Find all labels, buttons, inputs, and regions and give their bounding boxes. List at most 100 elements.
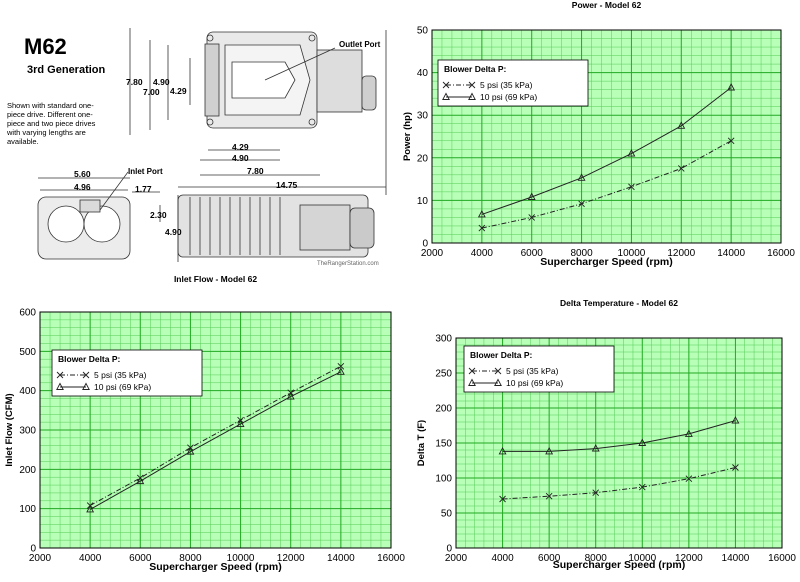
dim-7-80-horizontal: 7.80 xyxy=(247,166,264,176)
data-point-triangle xyxy=(677,121,686,129)
y-tick-label: 0 xyxy=(30,544,36,555)
y-tick-label: 0 xyxy=(422,239,428,250)
y-axis-label: Inlet Flow (CFM) xyxy=(4,393,15,466)
supercharger-drawing-panel: M62 3rd Generation Shown with standard o… xyxy=(0,0,395,290)
dim-4-90-a: 4.90 xyxy=(153,77,170,87)
y-tick-label: 0 xyxy=(446,544,452,555)
series-1 xyxy=(499,464,739,503)
series-line xyxy=(481,87,732,215)
x-tick-label: 4000 xyxy=(79,553,102,564)
x-tick-label: 16000 xyxy=(768,553,796,564)
plot-frame xyxy=(431,29,782,244)
dim-1-77: 1.77 xyxy=(135,184,152,194)
data-point-x xyxy=(638,483,646,491)
supercharger-line-drawing xyxy=(37,28,387,262)
watermark-text: TheRangerStation.com xyxy=(317,261,379,267)
y-tick-label: 40 xyxy=(417,68,429,79)
data-point-x xyxy=(732,464,739,471)
x-tick-label: 14000 xyxy=(722,553,750,564)
dim-2-30: 2.30 xyxy=(150,210,167,220)
x-tick-label: 2000 xyxy=(445,553,468,564)
y-tick-label: 200 xyxy=(435,404,452,415)
data-point-x xyxy=(677,165,685,172)
dim-5-60: 5.60 xyxy=(74,169,91,179)
x-axis-label: Supercharger Speed (rpm) xyxy=(553,559,685,571)
legend-title: Blower Delta P: xyxy=(470,350,533,360)
series-1 xyxy=(478,137,735,232)
x-tick-label: 6000 xyxy=(538,553,561,564)
x-tick-label: 12000 xyxy=(277,553,305,564)
legend: Blower Delta P:5 psi (35 kPa)10 psi (69 … xyxy=(437,59,589,107)
dim-4-90-b: 4.90 xyxy=(232,153,249,163)
legend-box xyxy=(437,59,589,107)
data-point-triangle xyxy=(136,476,145,485)
x-tick-label: 14000 xyxy=(327,553,355,564)
series-line xyxy=(89,371,342,510)
data-point-triangle xyxy=(638,438,647,446)
legend-entry: 5 psi (35 kPa) xyxy=(480,80,533,90)
y-tick-label: 100 xyxy=(435,474,452,485)
legend-entry: 5 psi (35 kPa) xyxy=(506,366,559,376)
data-point-x xyxy=(592,489,600,497)
outlet-port-label: Outlet Port xyxy=(339,40,381,49)
data-point-triangle xyxy=(82,382,90,390)
data-point-triangle xyxy=(236,419,245,428)
data-point-triangle xyxy=(442,92,450,100)
x-tick-label: 8000 xyxy=(585,553,608,564)
y-tick-label: 400 xyxy=(19,386,36,397)
data-point-triangle xyxy=(56,382,64,390)
data-point-x xyxy=(528,214,536,221)
y-tick-label: 300 xyxy=(435,334,452,345)
data-point-triangle xyxy=(286,392,295,400)
model-title: M62 xyxy=(24,34,67,59)
y-tick-label: 600 xyxy=(19,308,36,319)
data-point-triangle xyxy=(577,173,586,181)
inlet-port-label: Inlet Port xyxy=(128,167,163,176)
generation-label: 3rd Generation xyxy=(27,64,106,76)
data-point-x xyxy=(494,367,502,375)
y-tick-label: 50 xyxy=(441,509,453,520)
y-tick-label: 10 xyxy=(417,196,429,207)
x-tick-label: 2000 xyxy=(421,248,444,259)
x-axis-label: Supercharger Speed (rpm) xyxy=(540,256,672,268)
legend-entry: 10 psi (69 kPa) xyxy=(94,382,151,392)
x-tick-label: 12000 xyxy=(675,553,703,564)
x-tick-label: 6000 xyxy=(129,553,152,564)
data-point-triangle xyxy=(591,444,600,452)
dim-14-75: 14.75 xyxy=(276,180,298,190)
x-tick-label: 16000 xyxy=(377,553,405,564)
data-point-x xyxy=(468,367,476,375)
y-tick-label: 30 xyxy=(417,111,429,122)
data-point-x xyxy=(727,137,735,145)
data-point-x xyxy=(337,362,345,370)
data-point-x xyxy=(685,475,693,483)
y-tick-label: 200 xyxy=(19,465,36,476)
legend-box xyxy=(463,345,615,393)
data-point-x xyxy=(499,495,506,503)
x-axis-label: Supercharger Speed (rpm) xyxy=(149,561,281,573)
x-tick-label: 12000 xyxy=(667,248,695,259)
data-point-x xyxy=(56,371,64,379)
legend-title: Blower Delta P: xyxy=(58,354,121,364)
y-tick-label: 300 xyxy=(19,426,36,437)
drive-note: Shown with standard one-piece drive. Dif… xyxy=(7,101,96,146)
legend-entry: 10 psi (69 kPa) xyxy=(506,378,563,388)
y-tick-label: 50 xyxy=(417,26,429,37)
y-tick-label: 500 xyxy=(19,347,36,358)
y-tick-label: 250 xyxy=(435,369,452,380)
x-tick-label: 10000 xyxy=(628,553,656,564)
plot-frame xyxy=(455,337,783,549)
legend: Blower Delta P:5 psi (35 kPa)10 psi (69 … xyxy=(51,349,203,397)
legend-entry: 10 psi (69 kPa) xyxy=(480,92,537,102)
series-line xyxy=(502,420,736,452)
data-point-x xyxy=(468,81,476,89)
data-point-triangle xyxy=(494,378,502,386)
data-point-triangle xyxy=(684,429,693,437)
x-tick-label: 10000 xyxy=(227,553,255,564)
y-axis-label: Power (hp) xyxy=(402,112,413,161)
